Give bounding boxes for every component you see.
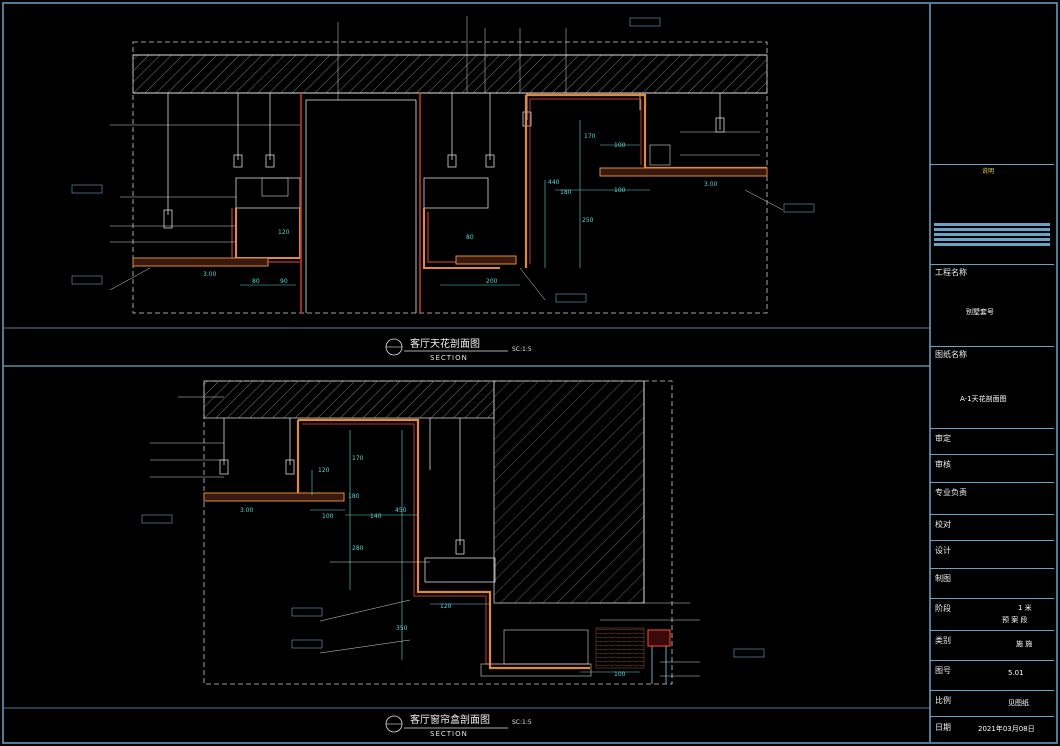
date-label: 日期 <box>935 723 951 732</box>
svg-text:200: 200 <box>486 278 498 285</box>
svg-text:80: 80 <box>466 234 474 241</box>
svg-text:120: 120 <box>318 467 330 474</box>
drawing-label: 图纸名称 <box>935 350 967 359</box>
svg-text:100: 100 <box>322 513 334 520</box>
project-label: 工程名称 <box>935 268 967 277</box>
svg-text:100: 100 <box>614 142 626 149</box>
notes-heading: 说明 <box>982 168 995 175</box>
review-label: 审定 <box>935 434 951 443</box>
phase-value-2: 预 案 段 <box>1002 616 1028 624</box>
no-label: 图号 <box>935 666 951 675</box>
svg-text:3.00: 3.00 <box>704 181 718 188</box>
title-block: 说明 工程名称 别墅套号 图纸名称 A-1天花剖面图 审定 审核 专业负责 校对… <box>930 6 1054 742</box>
svg-text:180: 180 <box>560 189 572 196</box>
svg-text:350: 350 <box>396 625 408 632</box>
bottom-section-symbol <box>385 715 508 733</box>
svg-text:80: 80 <box>252 278 260 285</box>
date-value: 2021年03月08日 <box>978 725 1035 733</box>
svg-text:100: 100 <box>614 187 626 194</box>
svg-text:440: 440 <box>548 179 560 186</box>
svg-text:250: 250 <box>582 217 594 224</box>
project-value: 别墅套号 <box>966 308 994 316</box>
top-section-subtitle: SECTION <box>430 354 468 362</box>
no-value: 5.01 <box>1008 669 1024 677</box>
phase-value: 1 米 <box>1018 604 1032 612</box>
svg-text:100: 100 <box>614 671 626 678</box>
ratio-value: 见图纸 <box>1008 699 1029 707</box>
top-section-symbol <box>385 338 508 356</box>
svg-text:120: 120 <box>278 229 290 236</box>
type-value: 施 施 <box>1016 640 1033 648</box>
svg-text:90: 90 <box>280 278 288 285</box>
svg-text:170: 170 <box>352 455 364 462</box>
ratio-label: 比例 <box>935 696 951 705</box>
notes-bars <box>934 221 1050 263</box>
bottom-slab <box>203 380 495 419</box>
type-label: 类别 <box>935 636 951 645</box>
bottom-section-title: 客厅窗帘盒剖面图 <box>410 715 490 726</box>
svg-text:120: 120 <box>440 603 452 610</box>
svg-text:170: 170 <box>584 133 596 140</box>
svg-text:180: 180 <box>348 493 360 500</box>
top-section-title: 客厅天花剖面图 <box>410 339 480 350</box>
bottom-section-scale: SC:1:5 <box>512 719 532 726</box>
lead-label: 专业负责 <box>935 488 967 497</box>
svg-text:280: 280 <box>352 545 364 552</box>
top-section-scale: SC:1:5 <box>512 346 532 353</box>
design-label: 设计 <box>935 546 951 555</box>
svg-text:450: 450 <box>395 507 407 514</box>
svg-text:140: 140 <box>370 513 382 520</box>
proof-label: 校对 <box>935 520 951 529</box>
drawing-value: A-1天花剖面图 <box>960 395 1007 403</box>
bottom-wall <box>493 380 645 604</box>
svg-text:3.00: 3.00 <box>240 507 254 514</box>
bottom-section-drawing: 120 100 140 180 170 450 280 120 350 100 3.00 <box>141 380 765 685</box>
check-label: 审核 <box>935 460 951 469</box>
top-slab <box>132 54 768 94</box>
svg-text:3.00: 3.00 <box>203 271 217 278</box>
phase-label: 阶段 <box>935 604 951 613</box>
top-section-drawing: 80 90 120 200 80 180 100 100 170 440 250 3.00… <box>71 16 815 314</box>
draw-label: 制图 <box>935 574 951 583</box>
bottom-section-subtitle: SECTION <box>430 730 468 738</box>
